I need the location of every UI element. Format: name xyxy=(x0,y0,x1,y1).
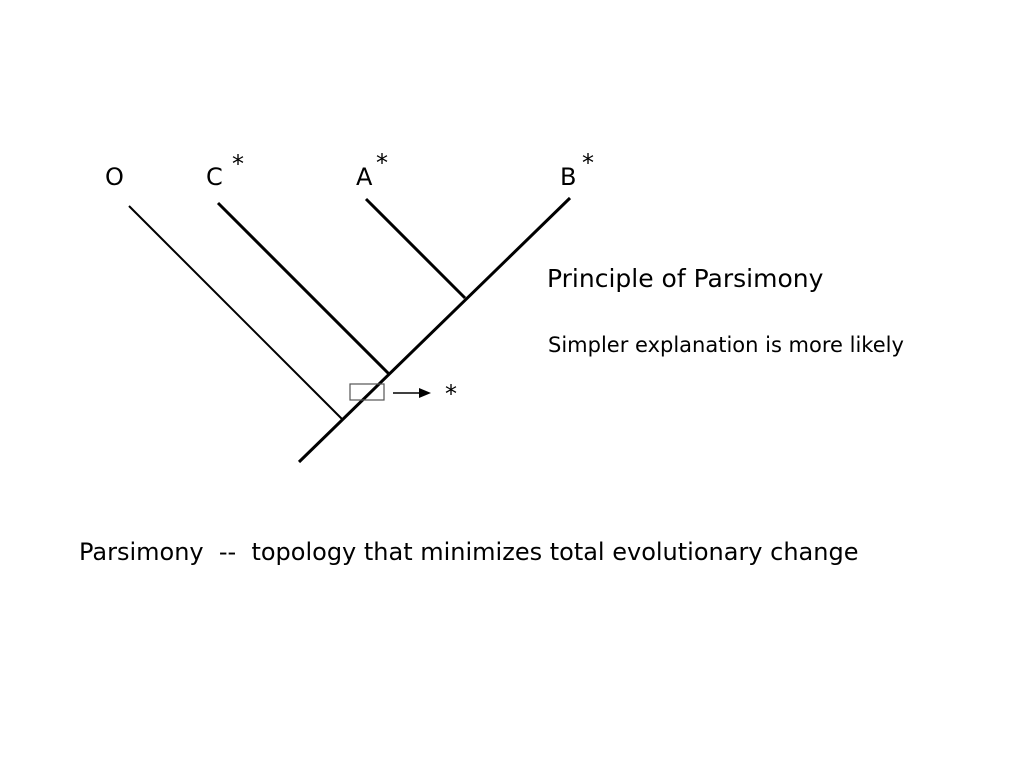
asterisk-b: * xyxy=(582,149,594,177)
arrow-head xyxy=(419,388,431,398)
taxon-label-b: B xyxy=(560,163,577,191)
branch-a xyxy=(364,197,467,300)
character-change-box xyxy=(349,383,385,401)
root-trunk-branch xyxy=(297,196,572,464)
taxon-label-a: A xyxy=(356,163,373,191)
asterisk-c: * xyxy=(232,150,244,178)
asterisk-change: * xyxy=(445,380,457,408)
branch-c xyxy=(216,201,391,376)
slide-heading: Principle of Parsimony xyxy=(547,264,824,293)
taxon-label-o: O xyxy=(105,163,124,191)
taxon-label-c: C xyxy=(206,163,223,191)
branch-o xyxy=(128,205,343,420)
slide-subheading: Simpler explanation is more likely xyxy=(548,333,904,357)
asterisk-a: * xyxy=(376,149,388,177)
parsimony-definition: Parsimony -- topology that minimizes tot… xyxy=(79,538,859,566)
